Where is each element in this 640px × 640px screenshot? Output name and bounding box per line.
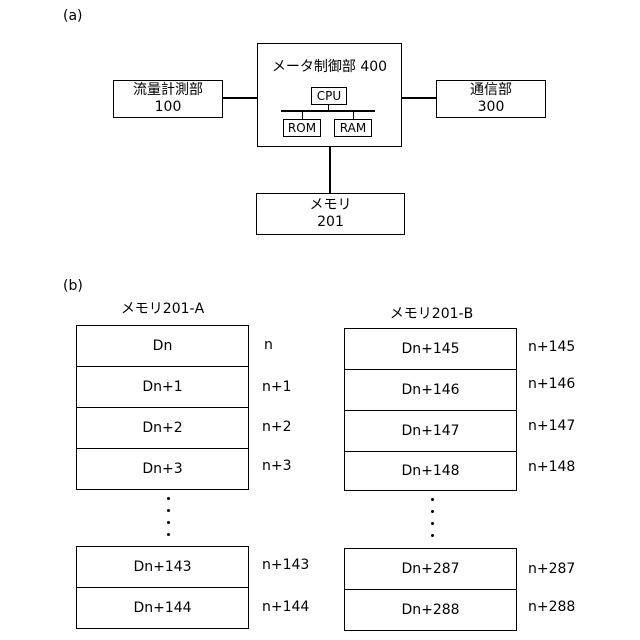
ram-bus-stub [353,110,354,119]
ram-box: RAM [334,119,372,137]
memory-number: 201 [317,214,344,231]
communication-number: 300 [478,99,505,116]
memory-a-index: n+143 [262,557,309,573]
memory-a-index: n+3 [262,458,292,474]
memory-b-index: n+287 [528,561,575,577]
memory-b-cell: Dn+147 [344,410,517,452]
memory-name: メモリ [310,197,352,214]
ellipsis-dot [431,510,434,513]
memory-a-cell: Dn+2 [76,407,249,449]
memory-b-cell: Dn+288 [344,589,517,631]
flow-measurement-name: 流量計測部 [133,82,203,99]
memory-a-title: メモリ201-A [75,301,250,318]
memory-b-cell: Dn+287 [344,548,517,590]
cpu-box: CPU [311,87,347,105]
internal-bus-line [281,110,375,112]
flow-measurement-number: 100 [155,99,182,116]
memory-b-cell: Dn+148 [344,451,517,491]
memory-b-cell: Dn+146 [344,369,517,411]
ellipsis-dot [431,522,434,525]
ellipsis-dot [167,509,170,512]
memory-b-index: n+145 [528,339,575,355]
memory-a-index: n+1 [262,379,292,395]
controller-to-comm-line [401,97,437,99]
meter-controller-box: メータ制御部 400 CPU ROM RAM [257,43,402,147]
ellipsis-dot [167,497,170,500]
memory-a-cell: Dn+143 [76,546,249,588]
communication-box: 通信部 300 [436,80,546,118]
communication-name: 通信部 [470,82,512,99]
rom-bus-stub [302,110,303,119]
memory-b-title: メモリ201-B [344,306,519,323]
memory-a-cell: Dn [76,325,249,367]
ellipsis-dot [431,498,434,501]
memory-box: メモリ 201 [256,193,405,235]
panel-b-label: (b) [63,278,83,295]
flow-measurement-box: 流量計測部 100 [113,80,223,118]
memory-a-index: n [264,337,273,353]
memory-a-cell: Dn+1 [76,366,249,408]
rom-box: ROM [283,119,321,137]
meter-controller-title: メータ制御部 400 [258,59,401,76]
memory-a-cell: Dn+3 [76,448,249,490]
controller-to-memory-line [329,146,331,194]
ellipsis-dot [167,533,170,536]
ellipsis-dot [167,521,170,524]
memory-b-cell: Dn+145 [344,328,517,370]
memory-a-index: n+144 [262,599,309,615]
memory-b-index: n+288 [528,599,575,615]
memory-b-index: n+146 [528,376,575,392]
flow-to-controller-line [222,97,258,99]
memory-a-index: n+2 [262,419,292,435]
memory-b-index: n+147 [528,418,575,434]
ellipsis-dot [431,534,434,537]
memory-b-index: n+148 [528,459,575,475]
panel-a-label: (a) [63,8,83,25]
memory-a-cell: Dn+144 [76,587,249,629]
